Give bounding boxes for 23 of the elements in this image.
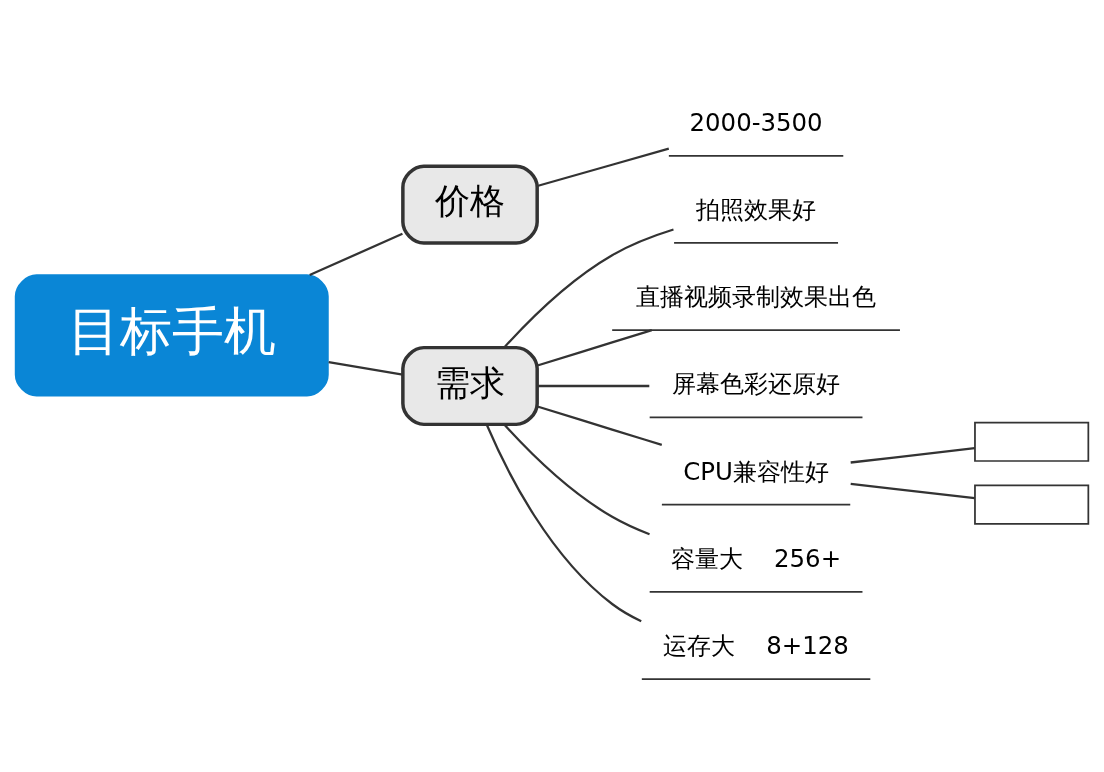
node-box: 价格 bbox=[401, 164, 539, 245]
connector bbox=[485, 424, 642, 623]
node-box bbox=[974, 484, 1090, 525]
node-text: 拍照效果好 bbox=[696, 195, 817, 225]
node-text: 屏幕色彩还原好 bbox=[672, 369, 841, 399]
connector bbox=[537, 147, 670, 188]
connector bbox=[328, 360, 403, 376]
node-text: 2000-3500 bbox=[689, 107, 823, 137]
connector bbox=[503, 228, 674, 348]
node-box: 需求 bbox=[401, 345, 539, 427]
node-text: 容量大 256+ bbox=[671, 543, 842, 573]
node-box: 目标手机 bbox=[14, 274, 329, 397]
connector bbox=[309, 232, 403, 276]
connector bbox=[537, 384, 650, 388]
connector bbox=[537, 405, 663, 446]
node-text: 直播视频录制效果出色 bbox=[636, 282, 877, 312]
node-box bbox=[974, 421, 1090, 462]
connector bbox=[850, 482, 975, 500]
connector bbox=[850, 447, 975, 464]
node-text: CPU兼容性好 bbox=[683, 456, 829, 486]
connector bbox=[503, 424, 650, 536]
node-text: 运存大 8+128 bbox=[663, 631, 849, 661]
connector bbox=[537, 329, 653, 367]
